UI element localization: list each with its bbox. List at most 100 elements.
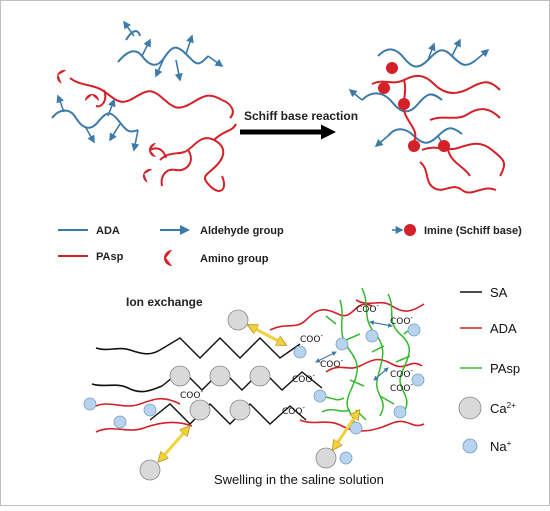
sa-chain xyxy=(91,383,163,393)
aldehyde-group xyxy=(56,94,65,113)
aldehyde-group xyxy=(427,42,436,61)
ada-chain xyxy=(325,358,423,373)
legend-pasp-label: PAsp xyxy=(490,361,520,376)
ca-ion xyxy=(189,399,211,421)
swelling-arrow xyxy=(160,428,188,460)
amino-group-icon xyxy=(85,94,99,101)
coo-label: COO- xyxy=(292,372,315,385)
na-ion xyxy=(393,405,407,419)
aldehyde-group xyxy=(207,55,224,67)
aldehyde-group xyxy=(185,34,194,55)
legend-imine-label: Imine (Schiff base) xyxy=(424,225,522,237)
sa-chain xyxy=(149,403,307,425)
ca-ion xyxy=(169,365,191,387)
amino-group-icon xyxy=(149,143,156,157)
coo-label: COO- xyxy=(390,381,413,394)
aldehyde-group xyxy=(141,38,151,57)
sa-chain xyxy=(95,347,161,355)
imine-node xyxy=(386,62,398,74)
legend-amino-label: Amino group xyxy=(200,253,269,265)
pasp-chain xyxy=(419,161,497,194)
amino-group-icon xyxy=(143,169,153,183)
aldehyde-group xyxy=(107,98,116,117)
pasp-chain xyxy=(221,99,234,119)
ada-chain xyxy=(387,127,463,144)
na-ion xyxy=(293,345,307,359)
legend-sa-label: SA xyxy=(490,285,508,300)
reactants-cluster xyxy=(51,20,237,192)
legend-ada-label: ADA xyxy=(490,321,517,336)
na-ion xyxy=(411,373,425,387)
imine-icon xyxy=(404,224,416,236)
sa-chain xyxy=(159,337,301,359)
legend-aldehyde-label: Aldehyde group xyxy=(200,225,284,237)
aldehyde-group xyxy=(174,59,183,82)
ada-chain xyxy=(95,397,181,407)
ada-chain xyxy=(51,109,139,133)
imine-node xyxy=(438,140,450,152)
pasp-chain xyxy=(387,293,410,413)
swelling-label: Swelling in the saline solution xyxy=(214,472,384,487)
pasp-chain xyxy=(429,108,501,121)
ion-exchange-arrow xyxy=(250,326,284,344)
ion-exchange-panel: Ion exchange COO- COO- COO- COO- COO- CO… xyxy=(83,287,425,487)
na-ion xyxy=(335,337,349,351)
na-ion xyxy=(113,415,127,429)
coo-label: COO- xyxy=(356,302,379,315)
ion-exchange-label: Ion exchange xyxy=(126,295,203,309)
aldehyde-group xyxy=(131,129,140,152)
legend-na-label: Na+ xyxy=(490,439,512,454)
aldehyde-group xyxy=(348,88,363,101)
ada-chain xyxy=(95,421,193,433)
na-ion xyxy=(339,451,353,465)
aldehyde-group xyxy=(374,135,389,148)
coo-label: COO- xyxy=(180,388,203,401)
legend-na-swatch xyxy=(462,438,478,454)
legend-top: ADA Aldehyde group PAsp Amino group Imin… xyxy=(58,224,522,266)
pasp-chain xyxy=(159,137,226,192)
aldehyde-group xyxy=(109,123,121,142)
amino-group-icon xyxy=(57,70,67,84)
ca-ion xyxy=(315,447,337,469)
coo-label: COO- xyxy=(390,314,413,327)
aldehyde-group xyxy=(451,38,461,57)
pasp-chain xyxy=(213,123,237,141)
product-network xyxy=(348,38,506,194)
ca-ion xyxy=(139,459,161,481)
na-ion xyxy=(365,329,379,343)
legend-ca-swatch xyxy=(458,396,482,420)
legend-pasp-label: PAsp xyxy=(96,251,124,263)
imine-node xyxy=(398,98,410,110)
ada-chain xyxy=(125,30,141,41)
reaction-label: Schiff base reaction xyxy=(244,109,358,123)
legend-bottom: SA ADA PAsp Ca2+ Na+ xyxy=(458,285,520,454)
exchange-arrow xyxy=(369,320,393,328)
aldehyde-group xyxy=(154,57,165,78)
na-ion xyxy=(143,403,157,417)
aldehyde-group xyxy=(475,48,490,61)
aldehyde-group xyxy=(123,20,135,37)
pasp-chain xyxy=(371,74,501,94)
exchange-arrow xyxy=(315,351,337,363)
coo-label: COO- xyxy=(320,357,343,370)
amino-group-icon xyxy=(164,250,172,266)
pasp-chain xyxy=(421,142,506,177)
ca-ion xyxy=(227,309,249,331)
pasp-chain xyxy=(69,77,223,109)
coo-label: COO- xyxy=(390,367,413,380)
na-ion xyxy=(313,389,327,403)
pasp-chain xyxy=(402,79,417,147)
ca-ion xyxy=(229,399,251,421)
coo-label: COO- xyxy=(282,404,305,417)
pasp-chain xyxy=(160,149,192,187)
imine-node xyxy=(378,82,390,94)
ada-chain xyxy=(299,419,425,432)
na-ion xyxy=(83,397,97,411)
pasp-chain xyxy=(447,149,471,177)
imine-node xyxy=(408,140,420,152)
coo-label: COO- xyxy=(300,332,323,345)
ca-ion xyxy=(249,365,271,387)
na-ion xyxy=(407,323,421,337)
